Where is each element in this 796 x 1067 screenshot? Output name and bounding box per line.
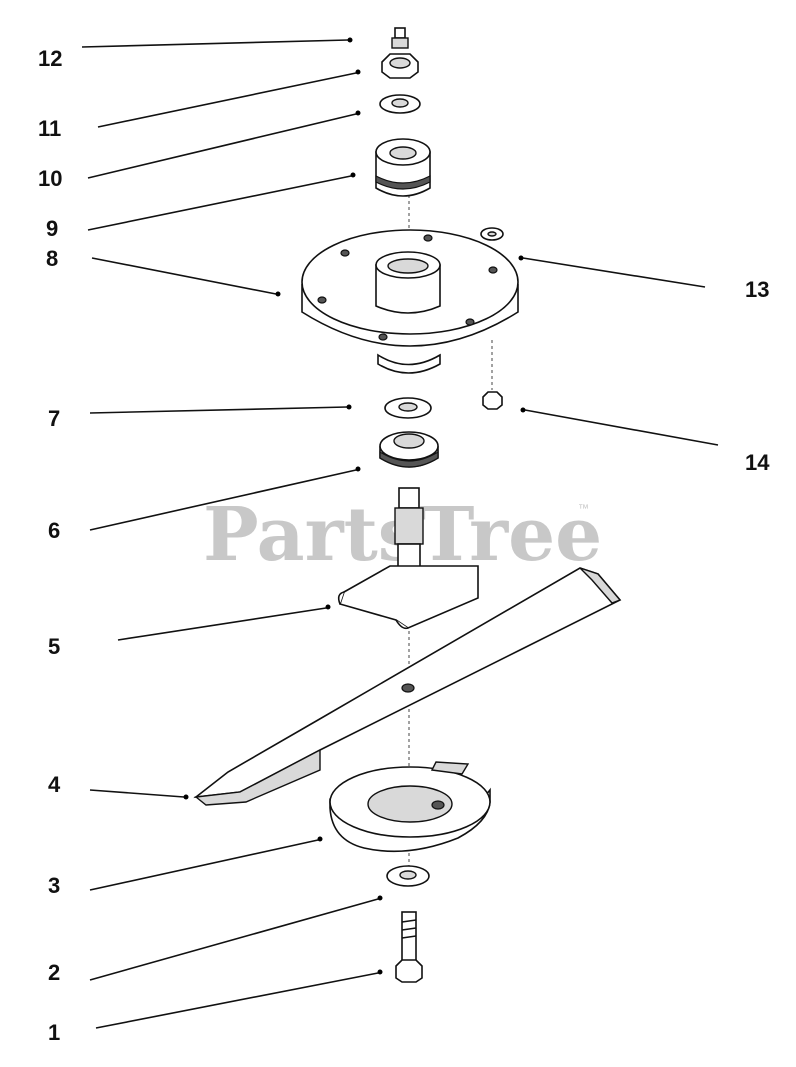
leader-dot-12 bbox=[347, 37, 353, 43]
part-11-nut[interactable] bbox=[381, 53, 419, 79]
leader-dot-1 bbox=[377, 969, 383, 975]
leader-2 bbox=[89, 898, 379, 981]
leader-dot-7 bbox=[346, 404, 352, 410]
leader-dot-11 bbox=[355, 69, 361, 75]
part-10-washer[interactable] bbox=[379, 94, 421, 114]
callout-13: 13 bbox=[745, 277, 769, 302]
callout-8: 8 bbox=[46, 246, 58, 271]
leader-8 bbox=[91, 257, 277, 295]
leader-6 bbox=[89, 469, 357, 531]
leader-10 bbox=[87, 113, 357, 179]
part-4-blade[interactable] bbox=[193, 567, 622, 806]
leader-dot-4 bbox=[183, 794, 189, 800]
leader-4 bbox=[89, 789, 185, 798]
callout-10: 10 bbox=[38, 166, 62, 191]
leader-dot-6 bbox=[355, 466, 361, 472]
leader-dot-13 bbox=[518, 255, 524, 261]
callout-3: 3 bbox=[48, 873, 60, 898]
part-14-nut[interactable] bbox=[482, 391, 503, 410]
callout-12: 12 bbox=[38, 46, 62, 71]
part-6-bearing-seal[interactable] bbox=[379, 431, 439, 468]
callout-11: 11 bbox=[38, 116, 61, 141]
callout-1: 1 bbox=[48, 1020, 60, 1045]
leader-12 bbox=[81, 39, 349, 48]
callout-5: 5 bbox=[48, 634, 60, 659]
part-3-blade-adapter[interactable] bbox=[329, 761, 491, 853]
leader-dot-2 bbox=[377, 895, 383, 901]
part-2-washer[interactable] bbox=[386, 865, 430, 887]
leader-7 bbox=[89, 406, 348, 414]
part-13-washer[interactable] bbox=[480, 227, 504, 241]
callout-4: 4 bbox=[48, 772, 61, 797]
leader-dot-14 bbox=[520, 407, 526, 413]
part-9-bearing[interactable] bbox=[375, 138, 431, 197]
leader-9 bbox=[87, 175, 352, 231]
watermark-trademark: ™ bbox=[578, 503, 589, 515]
leader-3 bbox=[89, 839, 319, 891]
leader-dot-3 bbox=[317, 836, 323, 842]
leader-dot-9 bbox=[350, 172, 356, 178]
callout-2: 2 bbox=[48, 960, 60, 985]
leader-dot-8 bbox=[275, 291, 281, 297]
leader-1 bbox=[95, 972, 379, 1029]
part-12-grease-fitting[interactable] bbox=[391, 27, 409, 49]
leader-13 bbox=[522, 257, 706, 288]
leader-dot-10 bbox=[355, 110, 361, 116]
leader-11 bbox=[97, 72, 357, 128]
callout-6: 6 bbox=[48, 518, 60, 543]
callout-7: 7 bbox=[48, 406, 60, 431]
leader-5 bbox=[117, 607, 327, 641]
part-1-bolt[interactable] bbox=[395, 911, 423, 983]
callout-14: 14 bbox=[745, 450, 770, 475]
part-7-washer[interactable] bbox=[384, 397, 432, 419]
callout-9: 9 bbox=[46, 216, 58, 241]
part-8-spindle-housing[interactable] bbox=[301, 229, 519, 374]
leader-14 bbox=[524, 409, 719, 446]
part-5-spindle-shaft[interactable] bbox=[337, 487, 479, 630]
leader-dot-5 bbox=[325, 604, 331, 610]
